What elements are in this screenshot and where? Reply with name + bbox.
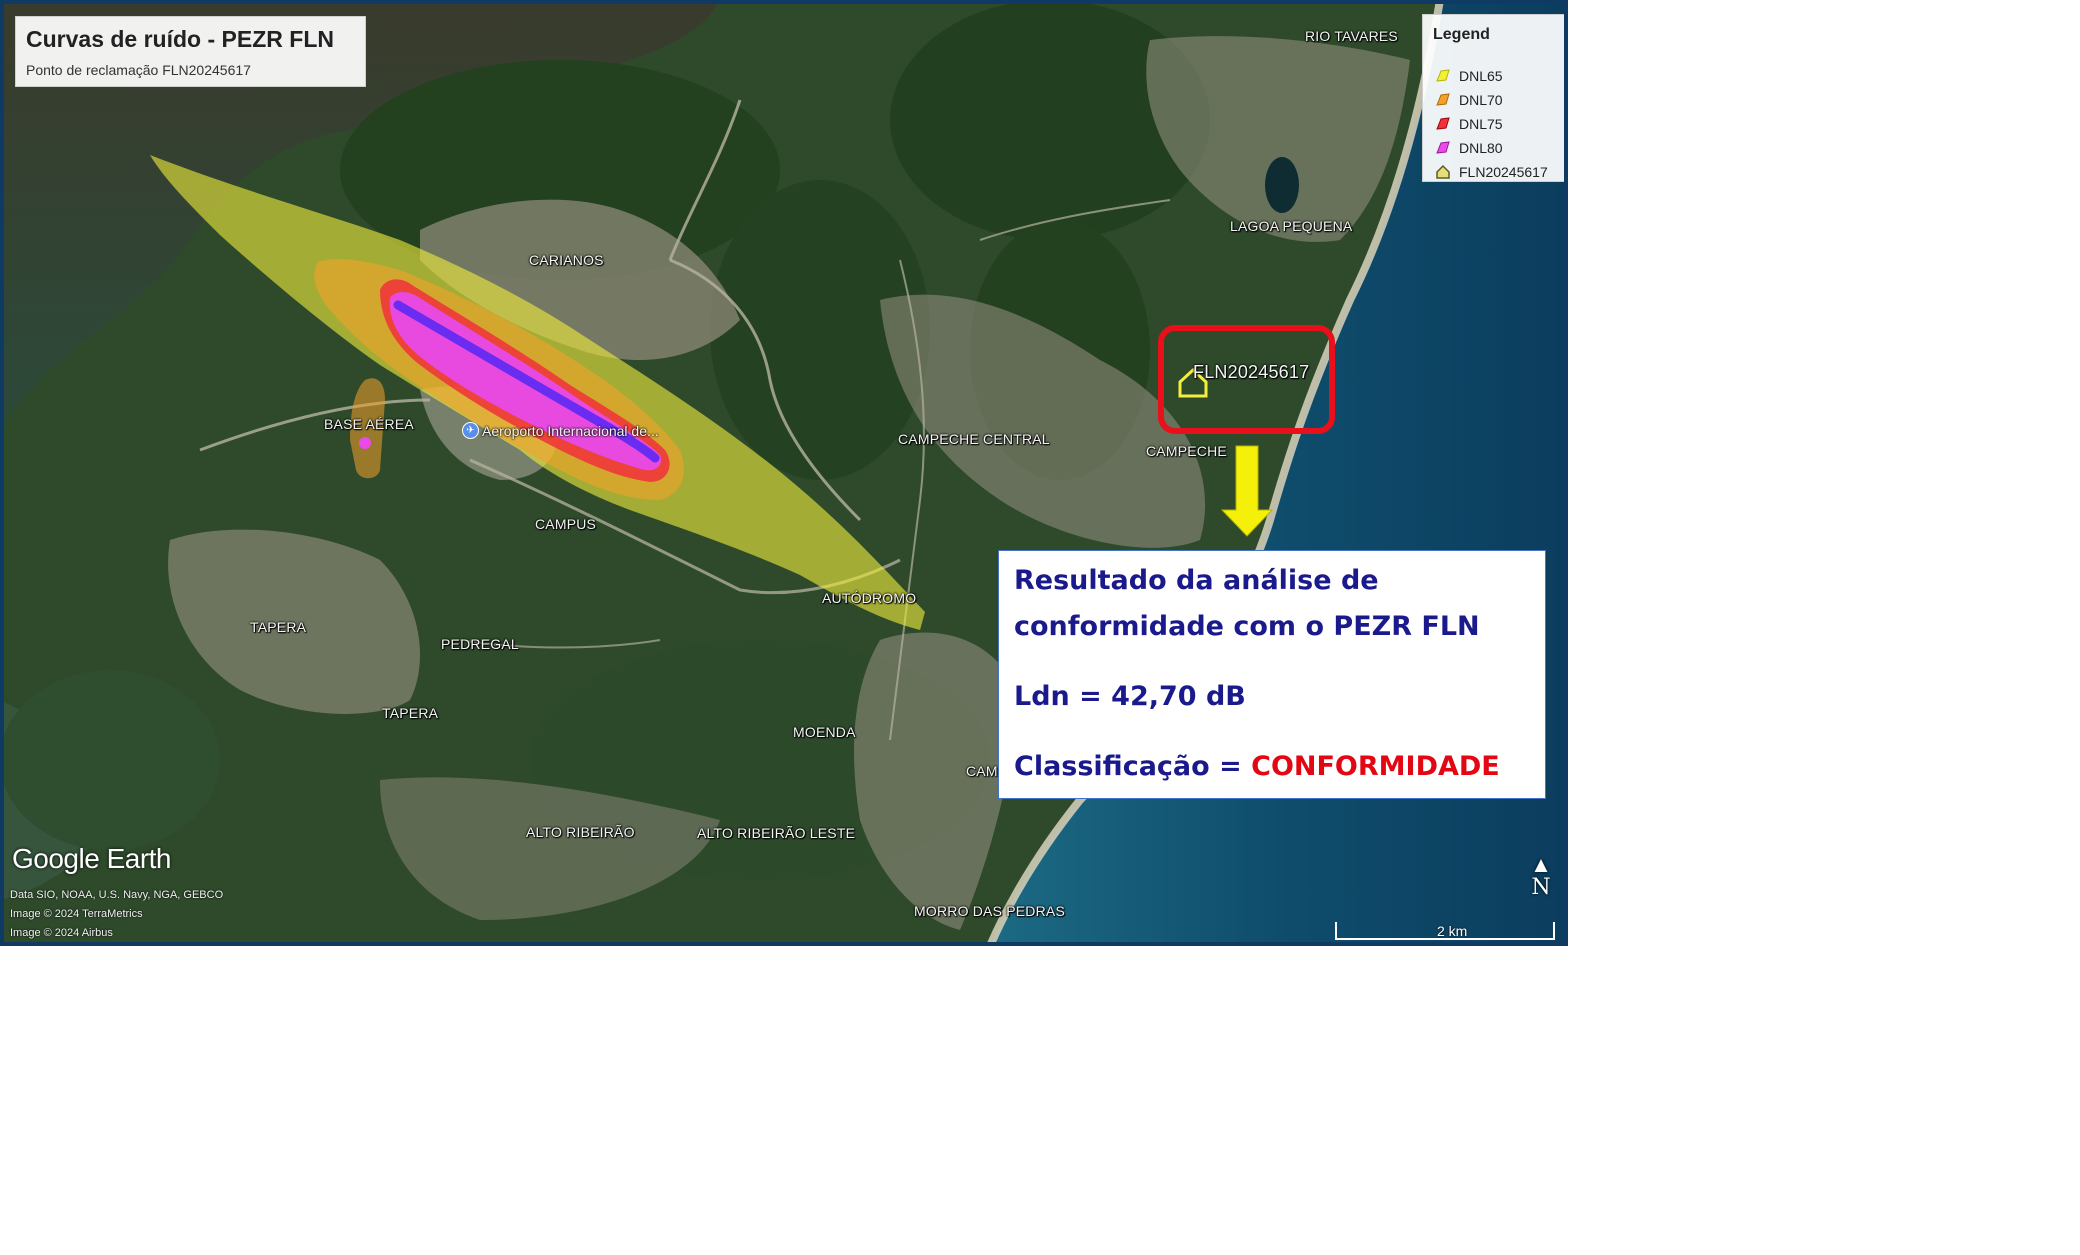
urban-area-carianos xyxy=(420,199,740,360)
scale-bar: 2 km xyxy=(1335,922,1555,940)
polygon-swatch-icon xyxy=(1436,69,1450,82)
place-label: TAPERA xyxy=(382,705,439,721)
north-arrow-icon[interactable]: ▲ N xyxy=(1528,854,1554,900)
noise-contour-dnl70-base xyxy=(350,378,385,479)
pointer-arrow-icon xyxy=(1220,445,1274,537)
road xyxy=(979,199,1171,241)
result-heading-line1: Resultado da análise de xyxy=(1014,565,1379,596)
house-icon xyxy=(1436,164,1450,179)
place-label: ALTO RIBEIRÃO LESTE xyxy=(697,825,856,841)
legend: Legend DNL65 DNL70 DNL75 DNL80 FLN202456… xyxy=(1422,14,1566,182)
legend-label: DNL65 xyxy=(1459,68,1503,84)
road xyxy=(889,259,925,741)
noise-hotspot xyxy=(558,428,568,438)
place-label: TAPERA xyxy=(250,619,307,635)
place-label: BASE AÉREA xyxy=(324,416,414,432)
place-label: RIO TAVARES xyxy=(1305,28,1398,44)
polygon-swatch-icon xyxy=(1436,117,1450,130)
legend-label: FLN20245617 xyxy=(1459,164,1548,180)
noise-hotspot xyxy=(359,437,371,449)
place-label: PEDREGAL xyxy=(441,636,519,652)
place-label: CAMPECHE CENTRAL xyxy=(898,431,1050,447)
urban-area-rio-tavares xyxy=(1146,36,1410,242)
place-label: AUTÓDROMO xyxy=(822,590,917,606)
road xyxy=(199,398,431,452)
satellite-map[interactable] xyxy=(0,0,1568,946)
attribution-data: Data SIO, NOAA, U.S. Navy, NGA, GEBCO xyxy=(10,889,224,901)
legend-title: Legend xyxy=(1433,26,1490,43)
complaint-point-label[interactable]: FLN20245617 xyxy=(1193,362,1310,382)
google-earth-logo: Google Earth xyxy=(12,843,172,874)
place-label: MORRO DAS PEDRAS xyxy=(914,903,1065,919)
legend-item-dnl75: DNL75 xyxy=(1435,114,1503,134)
place-label: LAGOA PEQUENA xyxy=(1230,218,1353,234)
forest-patch xyxy=(890,0,1210,240)
polygon-swatch-icon xyxy=(1436,93,1450,106)
scale-label: 2 km xyxy=(1437,923,1468,939)
map-title: Curvas de ruído - PEZR FLN xyxy=(26,26,334,52)
map-view[interactable]: Curvas de ruído - PEZR FLN Ponto de recl… xyxy=(0,0,1568,946)
complaint-highlight-box xyxy=(1158,325,1335,434)
map-subtitle: Ponto de reclamação FLN20245617 xyxy=(26,62,251,78)
urban-area-south xyxy=(854,632,1020,930)
road xyxy=(669,258,862,522)
place-label: CAMPUS xyxy=(535,516,597,532)
house-icon[interactable] xyxy=(1178,367,1208,398)
bay-water xyxy=(0,0,720,440)
place-label: CAMPECHE xyxy=(1146,443,1227,459)
classification-value: CONFORMIDADE xyxy=(1251,751,1500,782)
urban-area-tapera xyxy=(168,529,420,714)
legend-item-dnl80: DNL80 xyxy=(1435,138,1503,158)
ldn-value: Ldn = 42,70 dB xyxy=(1014,681,1246,712)
legend-label: DNL80 xyxy=(1459,140,1503,156)
airport-label[interactable]: ✈ Aeroporto Internacional de... xyxy=(462,422,659,439)
place-label: MOENDA xyxy=(793,724,856,740)
polygon-swatch-icon xyxy=(1436,141,1450,154)
runway-core xyxy=(393,300,660,463)
legend-label: DNL75 xyxy=(1459,116,1503,132)
legend-item-fln20245617: FLN20245617 xyxy=(1435,162,1548,182)
place-label: CARIANOS xyxy=(529,252,604,268)
attribution-image-1: Image © 2024 TerraMetrics xyxy=(10,908,143,920)
place-label: CAM xyxy=(966,763,998,779)
urban-area-ribeirao xyxy=(380,777,720,920)
airport-name: Aeroporto Internacional de... xyxy=(482,422,659,439)
place-label: ALTO RIBEIRÃO xyxy=(526,824,635,840)
result-heading-line2: conformidade com o PEZR FLN xyxy=(1014,611,1480,642)
north-label: N xyxy=(1531,875,1551,900)
road xyxy=(668,99,742,261)
urban-area-campeche xyxy=(880,294,1206,548)
map-title-box: Curvas de ruído - PEZR FLN Ponto de recl… xyxy=(15,16,366,87)
road xyxy=(459,639,661,649)
legend-label: DNL70 xyxy=(1459,92,1503,108)
lagoa-pequena xyxy=(1265,157,1299,213)
attribution-image-2: Image © 2024 Airbus xyxy=(10,927,113,939)
conformity-result-box: Resultado da análise de conformidade com… xyxy=(998,550,1546,799)
legend-item-dnl65: DNL65 xyxy=(1435,66,1503,86)
beach-line xyxy=(986,0,1444,946)
classification-label: Classificação = xyxy=(1014,751,1252,782)
legend-item-dnl70: DNL70 xyxy=(1435,90,1503,110)
airplane-icon: ✈ xyxy=(462,422,479,439)
forest-patch xyxy=(710,180,930,480)
forest-patch xyxy=(0,670,220,850)
classification-line: Classificação = CONFORMIDADE xyxy=(1014,751,1500,782)
